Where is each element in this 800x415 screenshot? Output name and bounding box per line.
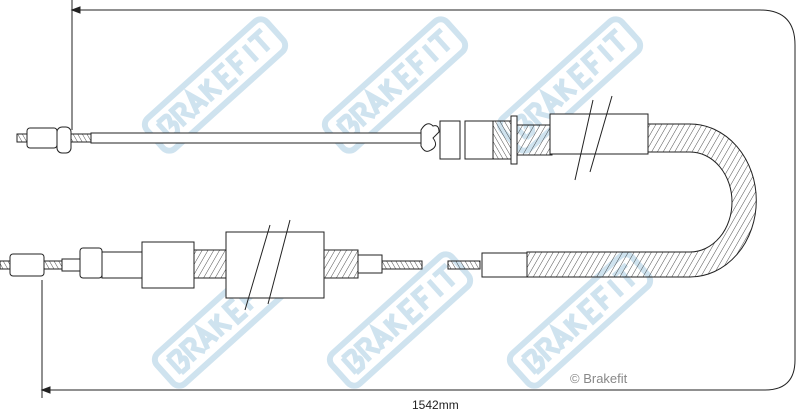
- upper-cable-end: [16, 95, 649, 181]
- length-dimension-label: 1542mm: [412, 398, 459, 412]
- copyright-label: © Brakefit: [570, 371, 628, 386]
- lower-cable-end: [0, 219, 528, 311]
- cable-loop: [526, 123, 757, 278]
- dimension-line: [40, 0, 796, 398]
